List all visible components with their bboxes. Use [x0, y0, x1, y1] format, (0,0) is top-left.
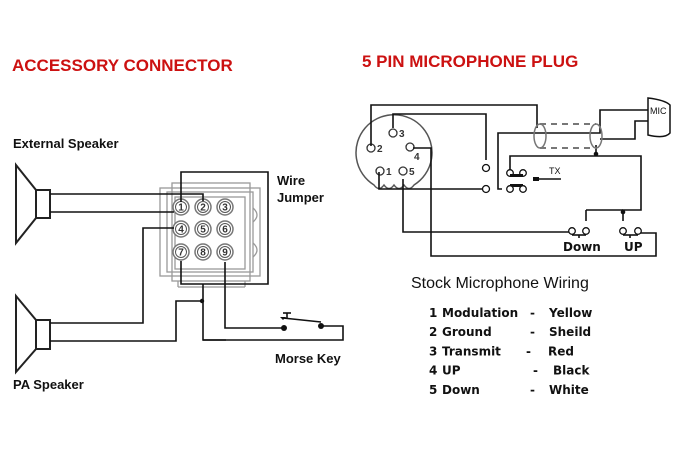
wiring-function: Transmit [442, 344, 501, 358]
connector-pin-number: 2 [200, 203, 206, 214]
wiring-table-row: 1 Modulation-Yellow [429, 306, 592, 320]
wiring-color: Sheild [549, 325, 591, 339]
wiring-dash: - [530, 325, 535, 339]
plug-pin [405, 142, 415, 152]
tx-switch-icon [506, 169, 561, 193]
plug-pin-number: 1 [386, 167, 392, 178]
accessory-connector-title: ACCESSORY CONNECTOR [12, 56, 233, 75]
microphone-icon: MIC [647, 97, 671, 138]
connector-pin-number: 3 [222, 203, 228, 214]
wiring-table-title: Stock Microphone Wiring [411, 275, 589, 292]
connector-pin: 3 [216, 198, 234, 216]
morse-key-label: Morse Key [275, 351, 342, 366]
up-switch-icon [619, 227, 642, 238]
wiring-function: Down [442, 383, 480, 397]
connector-pin-number: 1 [178, 203, 184, 214]
connector-pin-number: 9 [222, 248, 228, 259]
wiring-pin: 2 [429, 325, 437, 339]
tx-label: TX [549, 166, 561, 176]
external-speaker-icon [15, 162, 51, 246]
wiring-dash: - [530, 383, 535, 397]
down-label: Down [563, 240, 601, 254]
wiring-function: Ground [442, 325, 492, 339]
mic-terminals [481, 163, 491, 194]
mic-plug-icon [355, 114, 433, 190]
plug-pin [398, 166, 408, 176]
wiring-dash: - [533, 364, 538, 378]
connector-pin-number: 8 [200, 248, 206, 259]
shielded-cable-icon [533, 123, 603, 149]
wire-jumper-label-2: Jumper [277, 190, 324, 205]
wiring-pin: 1 [429, 306, 437, 320]
plug-pin [388, 128, 398, 138]
connector-pin: 2 [194, 198, 212, 216]
wiring-table-row: 2 Ground -Sheild [429, 325, 591, 339]
wiring-table-row: 3 Transmit - Red [429, 344, 574, 358]
connector-pin-number: 7 [178, 248, 184, 259]
wiring-color: Yellow [548, 306, 592, 320]
wire-jumper-label-1: Wire [277, 173, 305, 188]
plug-pin-number: 3 [399, 129, 405, 140]
connector-pin-number: 4 [178, 225, 184, 236]
connector-pin: 6 [216, 220, 234, 238]
down-switch-icon [568, 227, 590, 238]
wiring-color: White [549, 383, 589, 397]
connector-pin: 9 [216, 243, 234, 261]
mic-plug-title: 5 PIN MICROPHONE PLUG [362, 52, 578, 71]
wiring-table-row: 5 Down -White [429, 383, 589, 397]
wiring-color: Black [553, 364, 590, 378]
wiring-function: UP [442, 364, 461, 378]
connector-pin: 7 [172, 243, 190, 261]
mic-label: MIC [650, 106, 667, 116]
wiring-pin: 3 [429, 344, 437, 358]
wiring-dash: - [530, 306, 535, 320]
accessory-wires [50, 171, 344, 342]
pa-speaker-icon [15, 293, 51, 375]
wiring-pin: 4 [429, 364, 437, 378]
connector-pin-number: 6 [222, 225, 228, 236]
accessory-connector-pins: 1 2 3 4 5 6 7 8 9 [172, 198, 234, 261]
external-speaker-label: External Speaker [13, 136, 119, 151]
plug-pin [375, 166, 385, 176]
connector-pin: 8 [194, 243, 212, 261]
plug-pin-number: 5 [409, 167, 415, 178]
connector-pin: 5 [194, 220, 212, 238]
connector-pin-number: 5 [200, 225, 206, 236]
plug-pin-number: 2 [377, 144, 383, 155]
wiring-pin: 5 [429, 383, 437, 397]
mic-wires [370, 104, 657, 257]
wiring-dash: - [526, 344, 531, 358]
wiring-color: Red [548, 344, 574, 358]
wiring-table-row: 4 UP - Black [429, 364, 590, 378]
plug-pin-number: 4 [414, 152, 420, 163]
mic-plug-pins: 1 2 3 4 5 [366, 128, 420, 178]
morse-key-icon [280, 312, 324, 331]
wiring-function: Modulation [442, 306, 518, 320]
pa-speaker-label: PA Speaker [13, 377, 84, 392]
up-label: UP [624, 240, 643, 254]
connector-pin: 4 [172, 220, 190, 238]
